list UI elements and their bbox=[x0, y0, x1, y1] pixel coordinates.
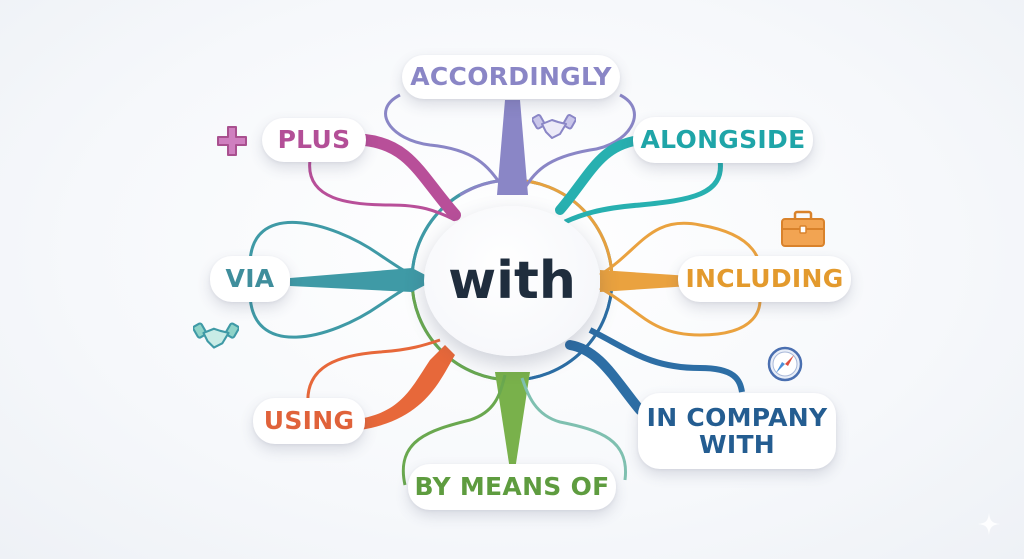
node-using[interactable]: USING bbox=[253, 398, 365, 444]
node-accordingly[interactable]: ACCORDINGLY bbox=[402, 55, 620, 99]
node-including[interactable]: INCLUDING bbox=[678, 256, 851, 302]
node-in-company-with-line2: WITH bbox=[698, 430, 776, 459]
center-node-with[interactable]: with bbox=[424, 206, 600, 356]
node-in-company-with[interactable]: IN COMPANY WITH bbox=[638, 393, 836, 469]
briefcase-icon bbox=[781, 210, 825, 247]
node-via[interactable]: VIA bbox=[210, 256, 290, 302]
sparkle-icon bbox=[978, 513, 1000, 535]
node-alongside[interactable]: ALONGSIDE bbox=[633, 117, 813, 163]
node-by-means-of[interactable]: BY MEANS OF bbox=[408, 464, 616, 510]
handshake-icon bbox=[532, 114, 576, 139]
node-in-company-with-line1: IN COMPANY bbox=[646, 402, 828, 432]
node-plus[interactable]: PLUS bbox=[262, 118, 366, 162]
handshake-icon bbox=[193, 322, 239, 349]
branch-accordingly bbox=[497, 100, 528, 195]
plus-icon bbox=[217, 126, 247, 156]
compass-icon bbox=[767, 346, 803, 382]
